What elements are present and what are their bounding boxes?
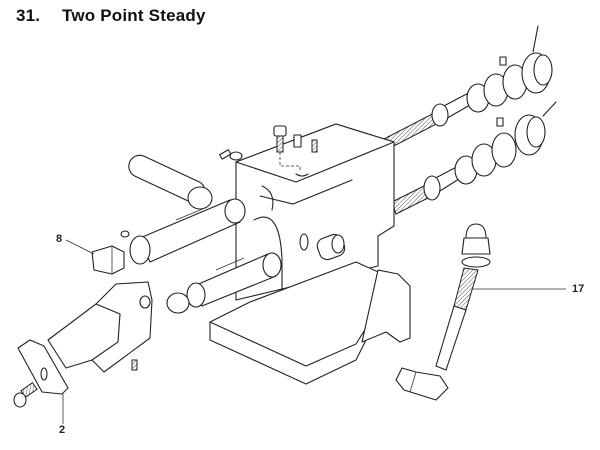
upper-roller-pin (128, 154, 213, 210)
page-title: 31. Two Point Steady (16, 6, 206, 26)
part-2-clamp-plate (17, 339, 69, 395)
base-foot (209, 261, 411, 385)
part-8-jaw-pad (91, 245, 125, 275)
figure-number: 31. (16, 6, 41, 25)
figure-title: Two Point Steady (62, 6, 206, 25)
upper-adjuster-assembly (466, 25, 553, 113)
lower-adjuster-assembly (454, 101, 557, 185)
cap-screw (13, 382, 38, 408)
middle-roller-shaft (120, 198, 246, 265)
lower-roller-shaft (166, 252, 282, 314)
part-label-17: 17 (572, 283, 585, 295)
part-label-2: 2 (59, 424, 66, 436)
part-label-8: 8 (56, 233, 63, 245)
top-cap-screws (219, 125, 318, 177)
jaw-block (47, 281, 153, 373)
leader-line-8 (65, 239, 95, 255)
side-plug (316, 233, 346, 261)
part-17-stud (395, 223, 491, 401)
